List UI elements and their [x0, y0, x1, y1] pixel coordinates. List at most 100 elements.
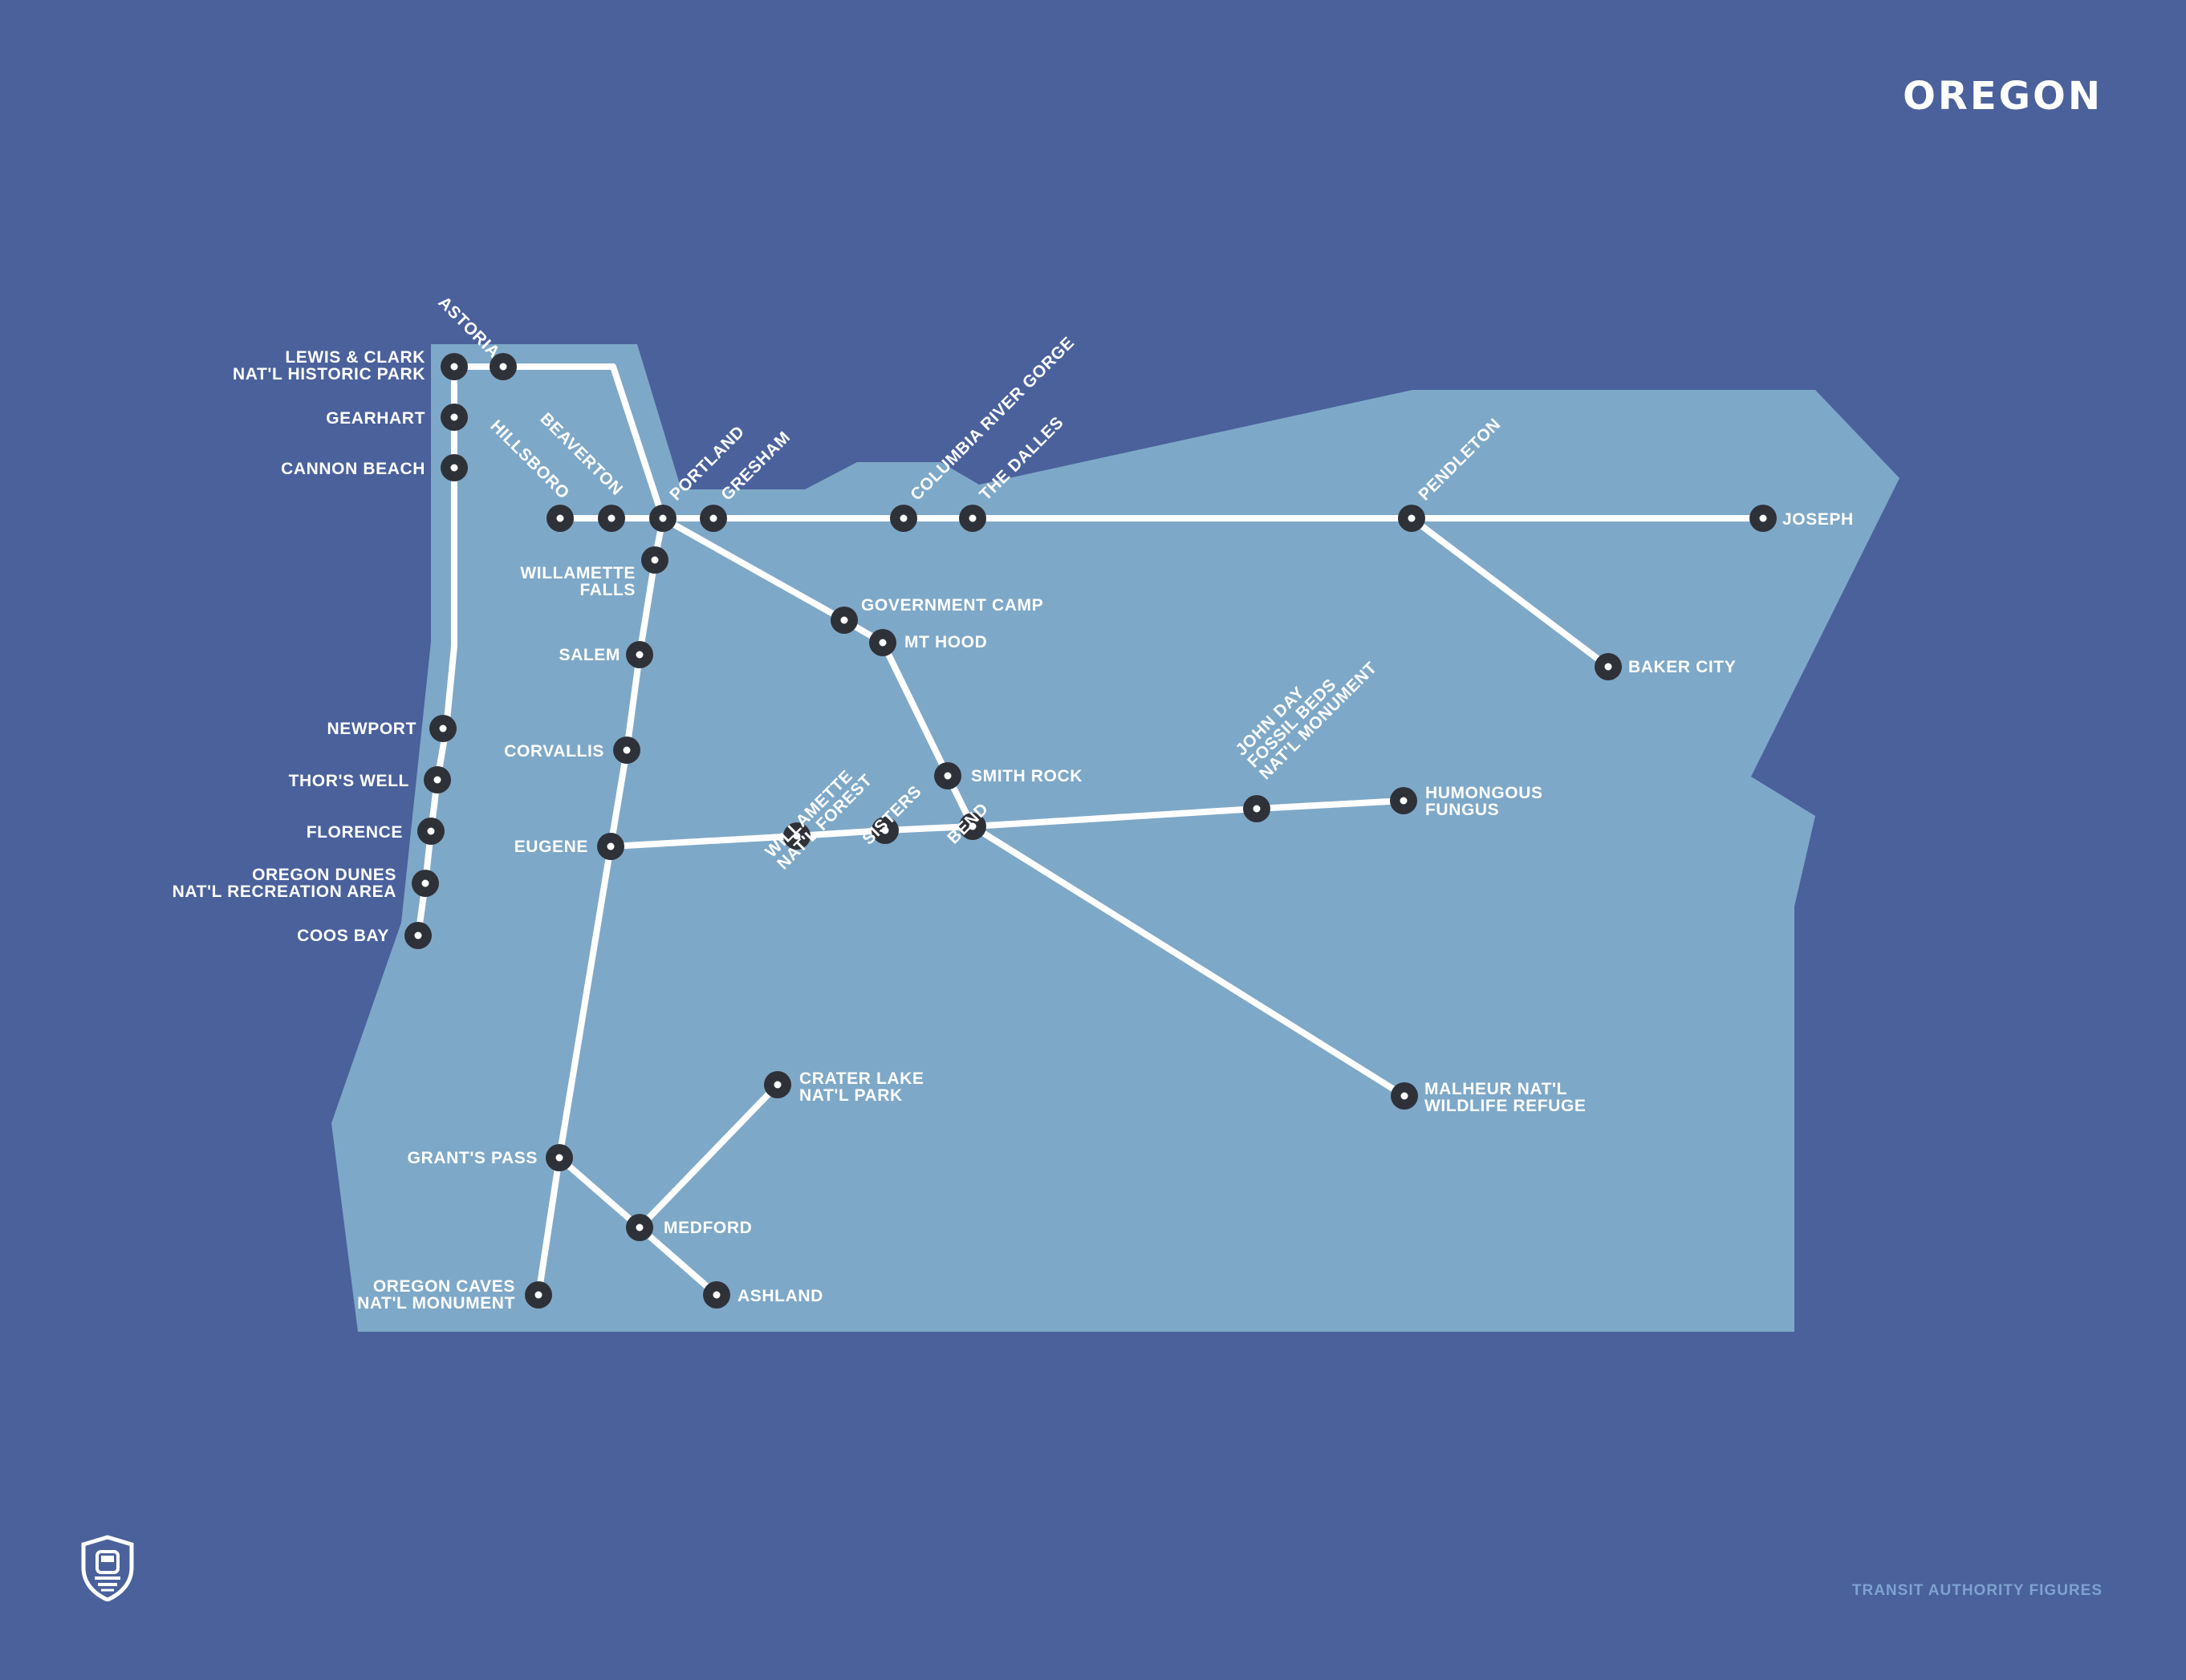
label-newport: NEWPORT: [327, 720, 416, 738]
station-center-dot: [414, 931, 422, 939]
station-grants-pass[interactable]: [546, 1144, 573, 1171]
station-center-dot: [774, 1081, 782, 1089]
label-government-camp: GOVERNMENT CAMP: [861, 596, 1043, 615]
station-center-dot: [636, 651, 644, 659]
station-markers: [404, 353, 1777, 1309]
station-center-dot: [709, 514, 717, 522]
station-center-dot: [623, 746, 631, 754]
label-cannon-beach: CANNON BEACH: [281, 460, 425, 478]
station-john-day[interactable]: [1243, 795, 1270, 822]
station-ashland[interactable]: [703, 1281, 730, 1309]
station-hillsboro[interactable]: [546, 505, 574, 532]
label-joseph: JOSEPH: [1782, 510, 1854, 529]
station-gearhart[interactable]: [441, 404, 468, 431]
station-medford[interactable]: [626, 1214, 653, 1241]
station-center-dot: [421, 879, 429, 887]
map-title: OREGON: [1903, 74, 2103, 119]
station-mt-hood[interactable]: [869, 629, 896, 656]
station-florence[interactable]: [417, 818, 445, 845]
station-oregon-dunes[interactable]: [412, 870, 439, 897]
station-beaverton[interactable]: [598, 505, 625, 532]
label-salem: SALEM: [559, 646, 621, 664]
label-coos-bay: COOS BAY: [297, 927, 389, 945]
station-astoria[interactable]: [490, 353, 517, 380]
station-center-dot: [1408, 514, 1416, 522]
station-humongous-fungus[interactable]: [1390, 787, 1417, 814]
station-bend[interactable]: [959, 813, 986, 840]
station-center-dot: [1604, 663, 1612, 671]
train-shield-icon: [81, 1535, 134, 1601]
station-center-dot: [1759, 514, 1767, 522]
route-pendleton-baker: [1408, 515, 1611, 670]
station-salem[interactable]: [626, 641, 653, 668]
label-baker-city: BAKER CITY: [1628, 658, 1736, 676]
label-eugene: EUGENE: [514, 838, 588, 856]
route-mt-hood-bend: [660, 515, 1408, 1099]
station-center-dot: [636, 1223, 644, 1232]
station-smith-rock[interactable]: [934, 762, 961, 789]
station-center-dot: [969, 822, 977, 830]
station-center-dot: [659, 514, 667, 522]
route-crater-lake-spur: [636, 1081, 781, 1231]
station-center-dot: [1400, 797, 1408, 805]
station-center-dot: [439, 724, 447, 732]
credit-text: TRANSIT AUTHORITY FIGURES: [1851, 1582, 2103, 1599]
station-eugene[interactable]: [597, 833, 624, 860]
station-malheur[interactable]: [1391, 1082, 1418, 1110]
station-center-dot: [793, 832, 801, 840]
label-smith-rock: SMITH ROCK: [971, 767, 1083, 785]
station-center-dot: [1400, 1092, 1408, 1100]
station-center-dot: [840, 616, 848, 624]
station-government-camp[interactable]: [831, 607, 858, 634]
station-center-dot: [556, 514, 564, 522]
station-lewis-clark[interactable]: [441, 353, 468, 380]
station-center-dot: [450, 413, 458, 421]
station-center-dot: [944, 772, 952, 780]
station-center-dot: [450, 363, 458, 371]
station-joseph[interactable]: [1749, 505, 1777, 532]
label-thors-well: THOR'S WELL: [289, 772, 409, 790]
station-center-dot: [450, 464, 458, 472]
station-columbia-gorge[interactable]: [890, 505, 917, 532]
station-center-dot: [879, 639, 887, 647]
station-center-dot: [651, 556, 659, 564]
station-center-dot: [713, 1291, 721, 1299]
station-pendleton[interactable]: [1398, 505, 1425, 532]
station-center-dot: [900, 514, 908, 522]
station-thors-well[interactable]: [424, 766, 451, 793]
station-portland[interactable]: [649, 505, 677, 532]
station-center-dot: [534, 1291, 542, 1299]
label-florence: FLORENCE: [307, 823, 403, 842]
station-center-dot: [433, 776, 441, 784]
station-willamette-falls[interactable]: [641, 546, 668, 574]
label-gearhart: GEARHART: [326, 409, 425, 428]
station-corvallis[interactable]: [613, 737, 640, 764]
station-oregon-caves[interactable]: [525, 1281, 552, 1309]
station-willamette-forest[interactable]: [783, 822, 811, 850]
label-grants-pass: GRANT'S PASS: [408, 1149, 538, 1167]
station-center-dot: [607, 514, 616, 522]
station-crater-lake[interactable]: [764, 1071, 791, 1098]
station-coos-bay[interactable]: [404, 922, 432, 949]
label-ashland: ASHLAND: [737, 1287, 823, 1305]
station-cannon-beach[interactable]: [441, 454, 468, 481]
station-center-dot: [555, 1154, 563, 1162]
station-the-dalles[interactable]: [959, 505, 986, 532]
station-baker-city[interactable]: [1595, 653, 1622, 680]
station-newport[interactable]: [429, 715, 457, 742]
label-medford: MEDFORD: [664, 1219, 752, 1237]
label-corvallis: CORVALLIS: [504, 742, 604, 761]
station-gresham[interactable]: [700, 505, 727, 532]
station-center-dot: [607, 842, 615, 850]
station-sisters[interactable]: [872, 817, 899, 844]
route-central-line: [607, 797, 1407, 850]
